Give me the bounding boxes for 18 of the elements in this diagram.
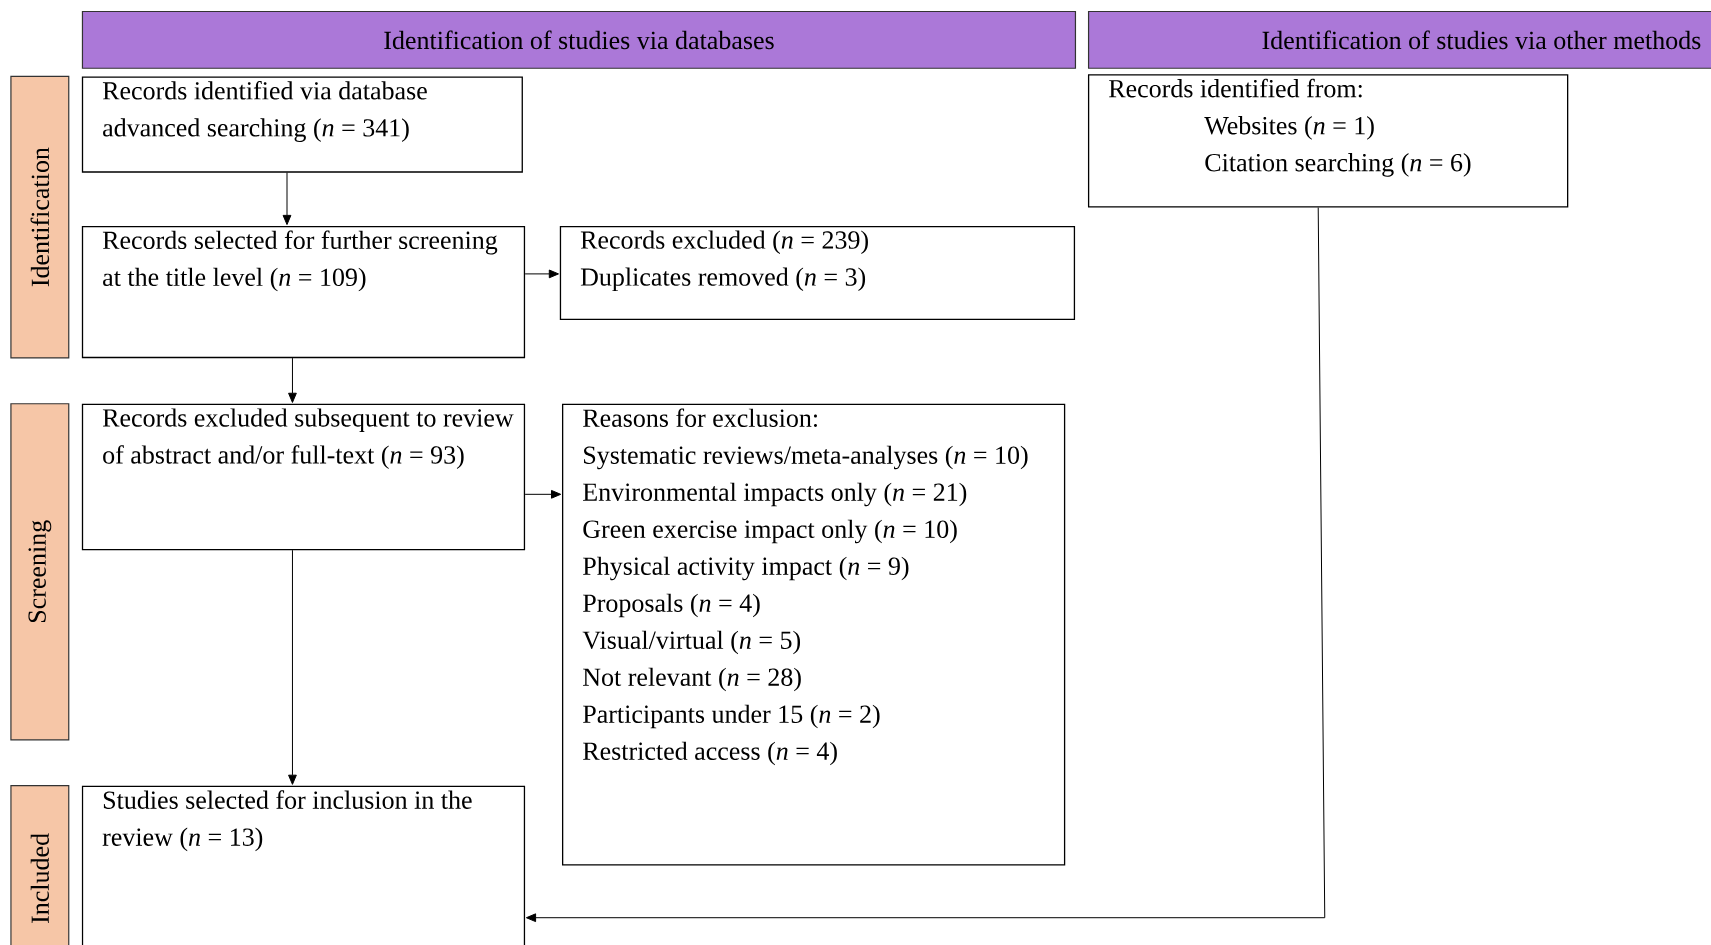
process-box: Reasons for exclusion: Systematic reviews/meta-analyses (n = 10) Environmental impacts only (n = 21) Green exercise impact only (n = 10) Physical activity impact (n = 9) Proposals (n = 4) Visual/virtual (n = 5) Not relevant (n = 28) Participants under 15 (n = 2) Restricted access (n = 4) [562, 403, 1066, 866]
process-box: Records excluded subsequent to review of abstract and/or full-text (n = 93) [81, 403, 526, 551]
process-box: Records excluded (n = 239) Duplicates removed (n = 3) [559, 225, 1076, 320]
process-box: Records identified via database advanced searching (n = 341) [81, 76, 523, 173]
process-box: Records identified from: Websites (n = 1) Citation searching (n = 6) [1087, 74, 1569, 208]
arrow [288, 549, 297, 785]
arrow [282, 172, 292, 226]
process-box: Records selected for further screening at the title level (n = 109) [81, 225, 526, 359]
section-header: Identification of studies via databases [81, 10, 1077, 69]
section-header: Identification of studies via other methods [1087, 10, 1711, 69]
arrow [524, 489, 562, 499]
arrow [525, 207, 1326, 923]
stage-label: Screening [10, 403, 70, 741]
process-box: Studies selected for inclusion in the review (n = 13) [81, 785, 526, 945]
stage-label: Included [10, 785, 70, 945]
stage-label: Identification [10, 75, 70, 359]
arrow [524, 269, 559, 279]
arrow [288, 357, 297, 403]
